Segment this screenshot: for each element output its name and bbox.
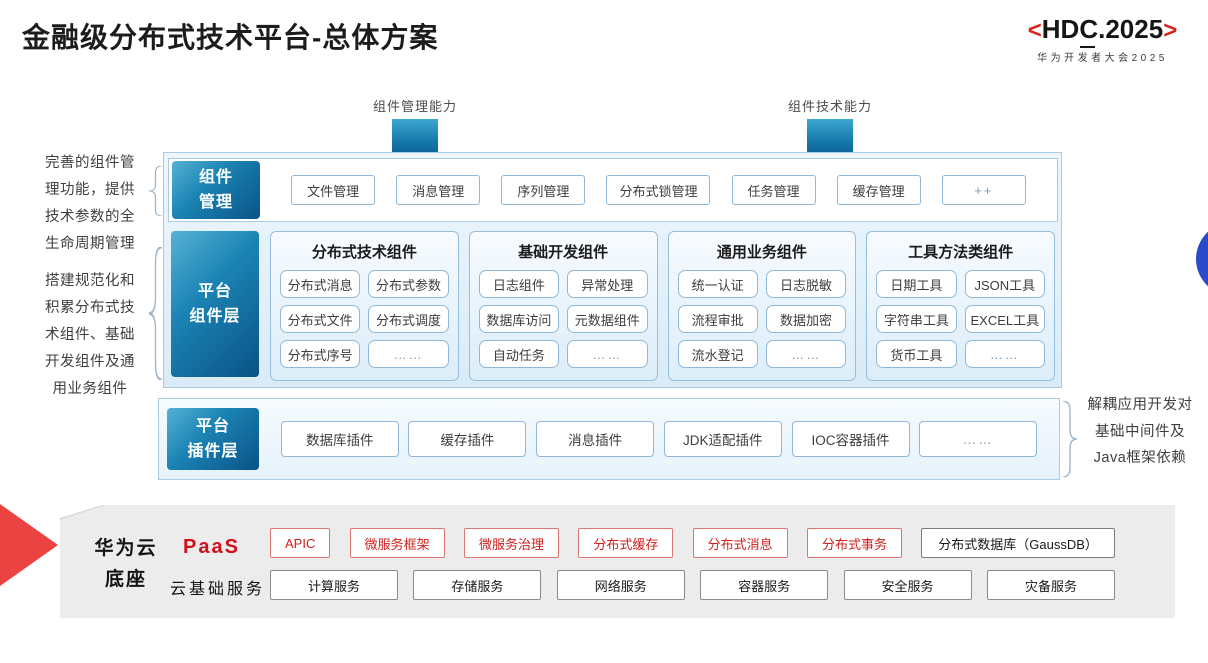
component-item: 序列管理: [501, 175, 586, 205]
page-title: 金融级分布式技术平台-总体方案: [22, 22, 439, 53]
plugin-item: IOC容器插件: [791, 421, 910, 457]
left-note-components: 搭建规范化和 积累分布式技 术组件、基础 开发组件及通 用业务组件: [45, 273, 135, 397]
left-brace-icon: [149, 166, 162, 216]
component-management-label: 组件 管理: [172, 161, 260, 219]
component-item: ……: [765, 340, 847, 368]
paas-service-item: APIC: [270, 528, 331, 558]
cloud-service-item: 安全服务: [843, 570, 972, 600]
column-title: 工具方法类组件: [908, 244, 1014, 261]
cloud-service-item: 灾备服务: [986, 570, 1115, 600]
cloud-basic-services-row: 计算服务存储服务网络服务容器服务安全服务灾备服务: [270, 570, 1115, 600]
component-item: 日志组件: [478, 270, 560, 298]
paas-service-item: 微服务治理: [463, 528, 559, 558]
component-item: 消息管理: [396, 175, 481, 205]
panel-fold-decoration: [60, 505, 102, 518]
component-management-row: 组件 管理 文件管理 消息管理 序列管理 分布式锁管理 任务管理 缓存管理 ++: [168, 158, 1058, 222]
component-item: 任务管理: [731, 175, 816, 205]
paas-service-item: 微服务框架: [349, 528, 445, 558]
column-basic-dev: 基础开发组件 日志组件异常处理数据库访问元数据组件自动任务……: [468, 231, 658, 381]
component-item: 数据库访问: [478, 305, 560, 333]
paas-service-item: 分布式消息: [692, 528, 788, 558]
left-brace-icon: [149, 247, 162, 380]
logo-hd: HD: [1041, 14, 1080, 44]
plugin-item: 消息插件: [536, 421, 655, 457]
huawei-cloud-base-panel: [60, 505, 1175, 618]
component-item: 自动任务: [478, 340, 560, 368]
component-item: EXCEL工具: [964, 305, 1045, 333]
logo-c-underlined: C: [1079, 14, 1099, 48]
component-item: 元数据组件: [567, 305, 648, 333]
component-item: 分布式序号: [280, 340, 361, 368]
hdc-logo-text: <HDC.2025>: [1000, 14, 1205, 48]
component-columns: 分布式技术组件 分布式消息分布式参数分布式文件分布式调度分布式序号…… 基础开发…: [270, 231, 1055, 381]
component-item: 日志脱敏: [765, 270, 847, 298]
component-management-items: 文件管理 消息管理 序列管理 分布式锁管理 任务管理 缓存管理 ++: [260, 175, 1057, 205]
component-item: 分布式参数: [368, 270, 449, 298]
huawei-cloud-base-label: 华为云 底座: [94, 538, 158, 590]
column-title: 基础开发组件: [518, 244, 609, 261]
component-item: 数据加密: [765, 305, 847, 333]
cloud-service-item: 网络服务: [556, 570, 685, 600]
cloud-service-item: 容器服务: [700, 570, 829, 600]
plugin-item: 缓存插件: [408, 421, 527, 457]
component-item: 流水登记: [677, 340, 758, 368]
component-item: 流程审批: [677, 305, 758, 333]
blue-dot-decoration: [1196, 222, 1208, 296]
platform-plugin-layer-label: 平台 插件层: [167, 408, 259, 470]
cloud-service-item: 存储服务: [413, 570, 542, 600]
component-item: 异常处理: [567, 270, 648, 298]
platform-component-layer: 平台 组件层 分布式技术组件 分布式消息分布式参数分布式文件分布式调度分布式序号…: [171, 231, 1055, 381]
column-general-business: 通用业务组件 统一认证日志脱敏流程审批数据加密流水登记……: [667, 231, 857, 381]
plugin-item: ……: [919, 421, 1038, 457]
cloud-service-item: 计算服务: [270, 570, 398, 600]
component-item: 缓存管理: [836, 175, 921, 205]
cloud-basic-services-label: 云基础服务: [170, 581, 266, 598]
column-title: 分布式技术组件: [311, 244, 417, 261]
component-item: 分布式文件: [280, 305, 361, 333]
capability-technical-label: 组件技术能力: [787, 99, 872, 114]
capability-management: 组件管理能力: [350, 96, 480, 159]
logo-bracket-right: >: [1163, 17, 1178, 44]
right-brace-icon: [1063, 401, 1077, 477]
hdc-logo-subtitle: 华为开发者大会2025: [1037, 53, 1168, 64]
capability-management-label: 组件管理能力: [372, 99, 457, 114]
paas-services-row: APIC 微服务框架微服务治理分布式缓存分布式消息分布式事务 分布式数据库（Gau…: [270, 528, 1115, 558]
component-item: 分布式调度: [368, 305, 449, 333]
left-note-management: 完善的组件管 理功能，提供 技术参数的全 生命周期管理: [45, 155, 135, 252]
component-item: 文件管理: [291, 175, 376, 205]
component-item: ……: [567, 340, 648, 368]
component-item: 日期工具: [876, 270, 957, 298]
logo-year: .2025: [1098, 14, 1164, 44]
paas-label: PaaS: [183, 536, 240, 558]
gaussdb-item: 分布式数据库（GaussDB）: [921, 528, 1115, 558]
plugin-item: 数据库插件: [280, 421, 399, 457]
hdc-logo: <HDC.2025> 华为开发者大会2025: [1000, 14, 1205, 64]
component-item: 统一认证: [677, 270, 758, 298]
logo-bracket-left: <: [1027, 17, 1042, 44]
component-item: ++: [941, 175, 1026, 205]
red-arrow-icon: [0, 504, 58, 586]
platform-component-layer-label: 平台 组件层: [171, 231, 259, 377]
right-note-decoupling: 解耦应用开发对 基础中间件及 Java框架依赖: [1087, 397, 1193, 466]
paas-service-item: 分布式缓存: [578, 528, 674, 558]
component-item: 货币工具: [876, 340, 957, 368]
platform-panel: 组件 管理 文件管理 消息管理 序列管理 分布式锁管理 任务管理 缓存管理 ++: [163, 152, 1062, 388]
column-title: 通用业务组件: [716, 244, 807, 261]
component-item: ……: [368, 340, 449, 368]
component-item: ……: [964, 340, 1045, 368]
component-item: 分布式消息: [280, 270, 361, 298]
paas-service-item: 分布式事务: [806, 528, 902, 558]
component-item: 字符串工具: [876, 305, 957, 333]
component-item: JSON工具: [964, 270, 1045, 298]
column-distributed-tech: 分布式技术组件 分布式消息分布式参数分布式文件分布式调度分布式序号……: [270, 231, 459, 381]
plugin-item: JDK适配插件: [663, 421, 782, 457]
component-item: 分布式锁管理: [606, 175, 711, 205]
capability-technical: 组件技术能力: [765, 96, 895, 159]
